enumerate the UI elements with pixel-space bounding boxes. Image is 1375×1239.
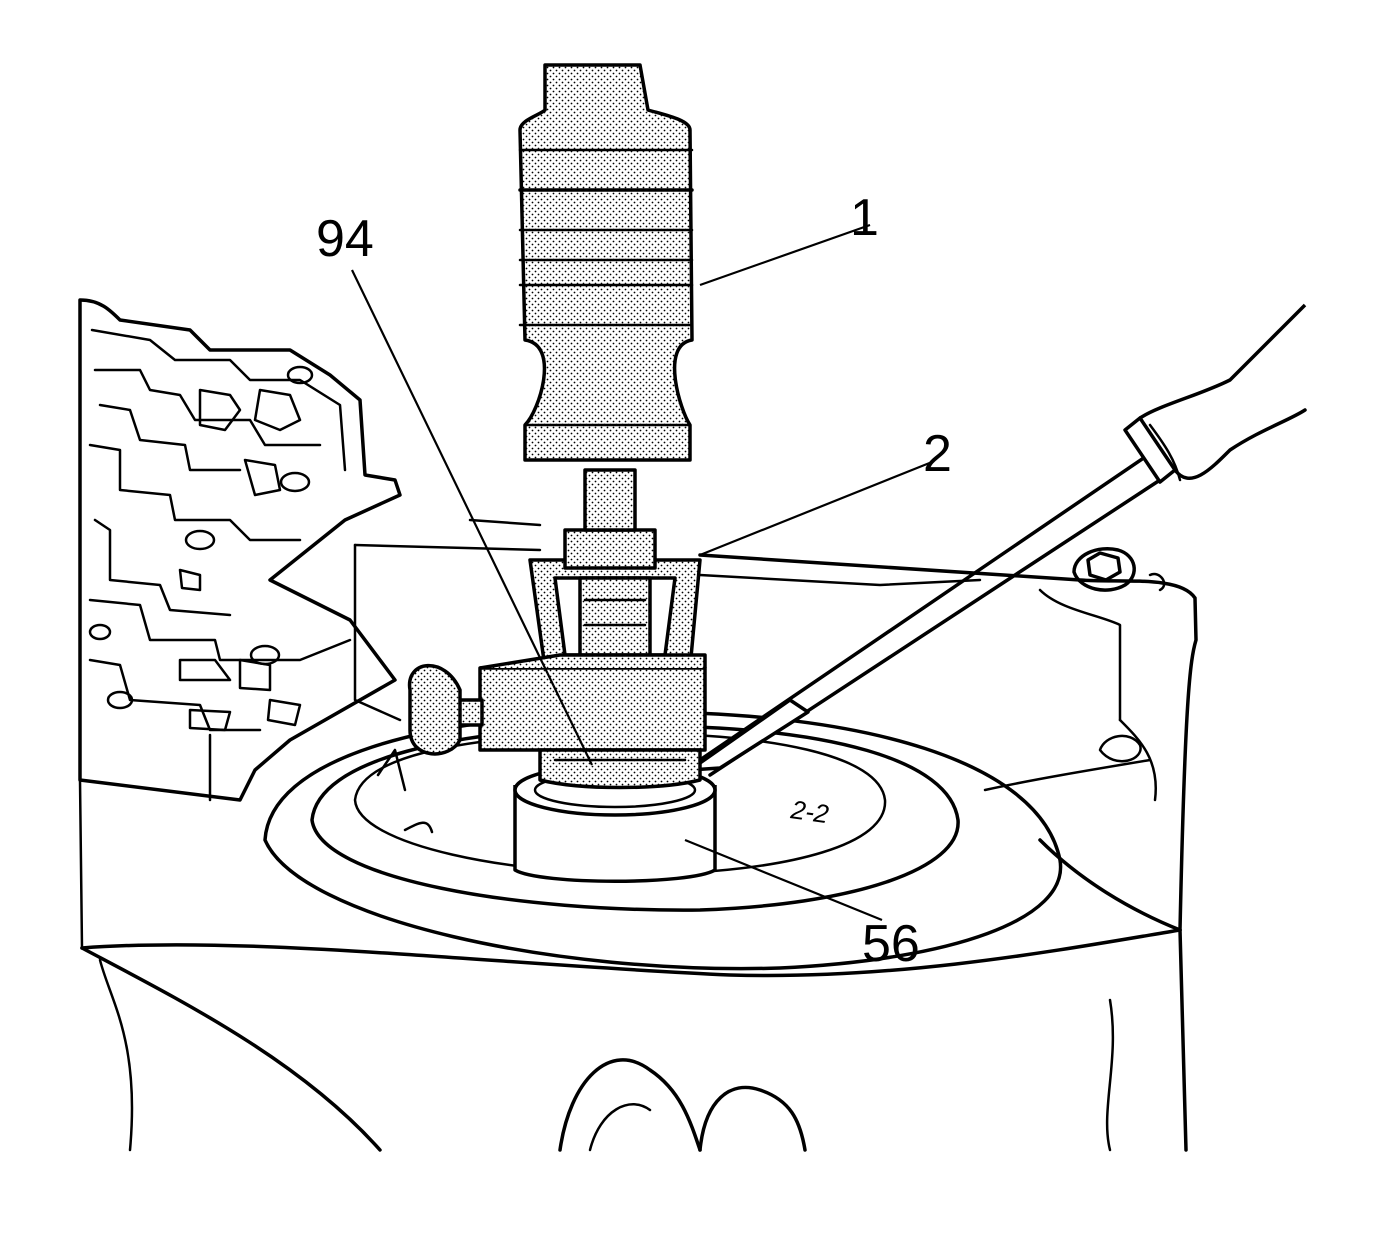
leader-2 — [699, 460, 933, 557]
leader-lines — [351, 223, 933, 922]
callout-56: 56 — [862, 915, 920, 973]
leader-56 — [684, 838, 883, 922]
callout-1: 1 — [850, 189, 879, 247]
valve-body — [78, 298, 402, 950]
slide-hammer — [518, 63, 694, 462]
callout-94: 94 — [316, 210, 374, 268]
installer-tool — [407, 468, 707, 790]
callout-2: 2 — [923, 425, 952, 483]
leader-94 — [351, 269, 593, 766]
screwdriver — [688, 303, 1307, 777]
leader-1 — [699, 223, 871, 287]
casting-marking: 2-2 — [788, 794, 831, 829]
